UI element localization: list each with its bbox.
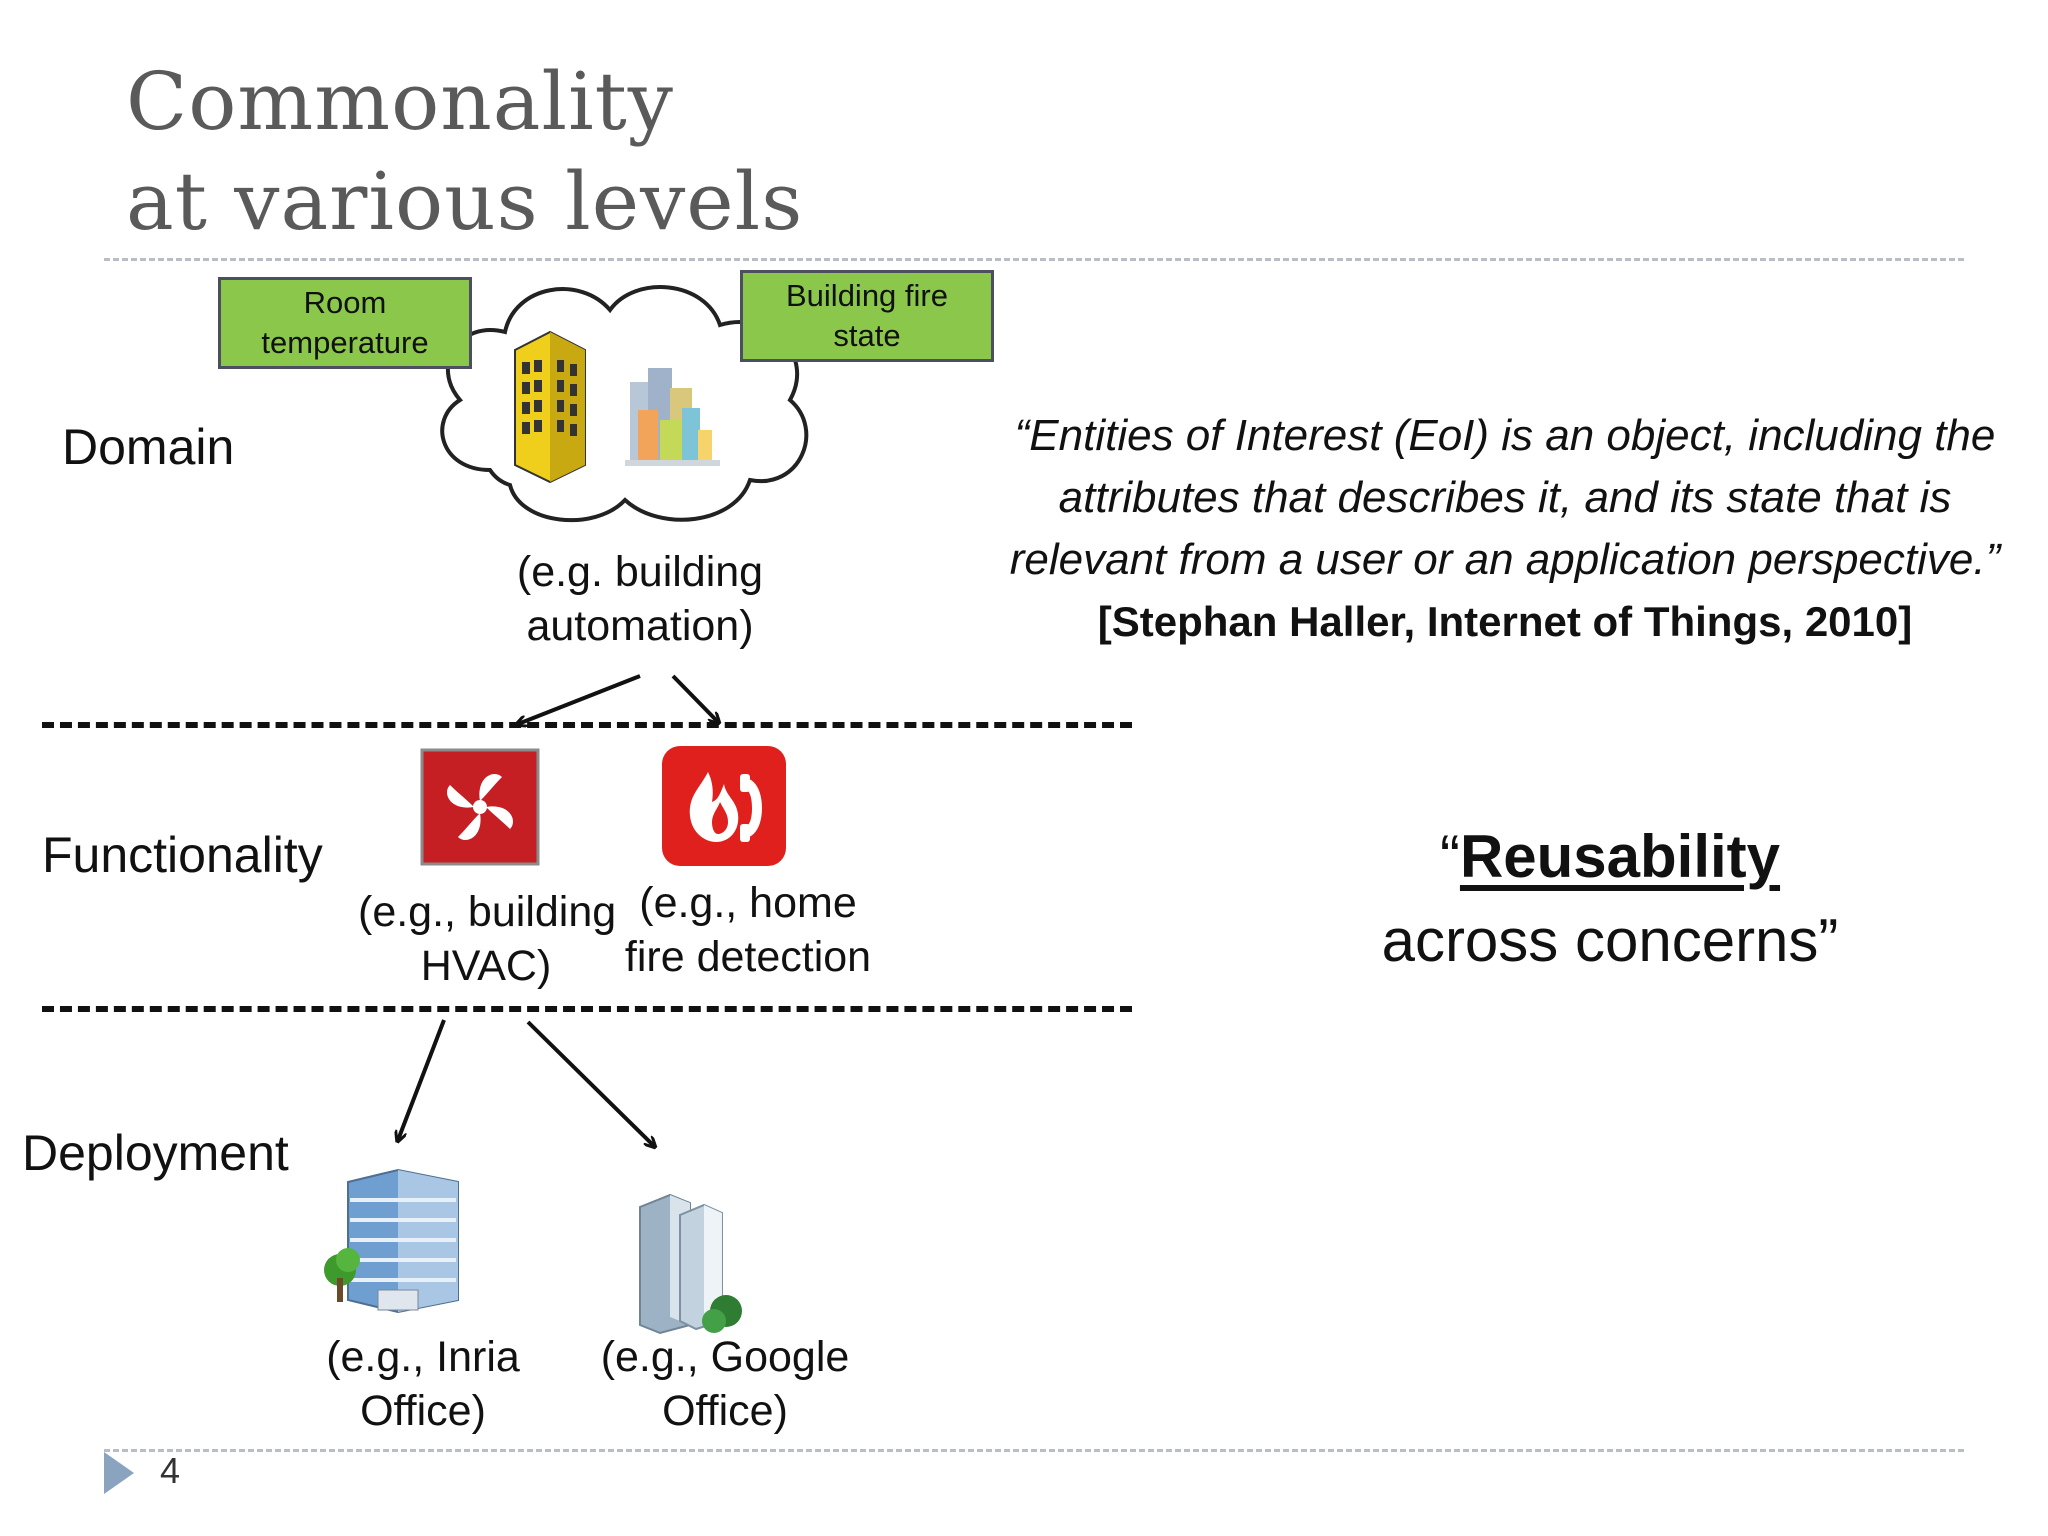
google-caption-line-1: (e.g., Google <box>600 1333 850 1381</box>
domain-caption-line-2: automation) <box>526 602 754 650</box>
footer-triangle-icon <box>104 1452 134 1494</box>
inria-caption-line-1: (e.g., Inria <box>326 1333 520 1381</box>
inria-caption-line-2: Office) <box>360 1387 486 1435</box>
hvac-caption-line-2: HVAC) <box>420 942 552 990</box>
domain-caption: (e.g. building automation) <box>490 545 790 653</box>
quote-citation: [Stephan Haller, Internet of Things, 201… <box>1097 598 1913 645</box>
quote-line-1: “Entities of Interest (EoI) is an object… <box>1014 411 1996 460</box>
hvac-caption-line-1: (e.g., building <box>358 888 617 936</box>
building-fire-state-line-1: Building fire <box>786 278 948 313</box>
room-temperature-box: Room temperature <box>218 277 472 369</box>
reusability-open-quote: “ <box>1439 823 1460 890</box>
separator-domain-functionality <box>42 722 1132 728</box>
fire-detection-caption-line-1: (e.g., home <box>639 879 857 927</box>
slide-title: Commonality at various levels <box>126 52 803 252</box>
title-divider <box>104 258 1964 261</box>
reusability-word: Reusability <box>1459 823 1781 890</box>
quote-line-3: relevant from a user or an application p… <box>1009 535 2001 584</box>
title-line-1: Commonality <box>126 55 674 148</box>
arrow-domain-to-hvac <box>518 674 641 724</box>
google-caption-line-2: Office) <box>662 1387 788 1435</box>
page-number: 4 <box>160 1450 181 1491</box>
fire-detection-caption-line-2: fire detection <box>624 933 872 981</box>
inria-office-building-icon <box>324 1168 459 1314</box>
fire-detection-caption: (e.g., home fire detection <box>612 876 884 984</box>
level-label-functionality: Functionality <box>42 827 323 883</box>
hvac-fan-icon <box>420 748 540 866</box>
arrow-functionality-to-inria <box>398 1019 446 1140</box>
hvac-caption: (e.g., building HVAC) <box>358 885 617 993</box>
reusability-statement: “Reusability across concerns” <box>1280 815 1940 983</box>
domain-caption-line-1: (e.g. building <box>516 548 764 596</box>
level-label-deployment: Deployment <box>22 1125 289 1181</box>
city-skyline-icon <box>625 368 720 466</box>
building-fire-state-line-2: state <box>833 318 901 353</box>
footer-divider <box>104 1449 1964 1452</box>
room-temperature-line-1: Room <box>303 285 387 320</box>
google-office-building-icon <box>639 1193 742 1335</box>
inria-caption: (e.g., Inria Office) <box>298 1330 548 1438</box>
fire-alarm-phone-icon <box>662 746 786 866</box>
reusability-line-2: across concerns” <box>1381 907 1839 974</box>
google-caption: (e.g., Google Office) <box>590 1330 860 1438</box>
separator-functionality-deployment <box>42 1006 1132 1012</box>
title-line-2: at various levels <box>126 155 804 248</box>
arrow-functionality-to-google <box>526 1020 654 1146</box>
quote-line-2: attributes that describes it, and its st… <box>1058 473 1952 522</box>
room-temperature-line-2: temperature <box>261 325 429 360</box>
entities-of-interest-quote: “Entities of Interest (EoI) is an object… <box>975 405 2035 653</box>
building-fire-state-box: Building fire state <box>740 270 994 362</box>
arrow-domain-to-fire <box>671 674 718 722</box>
office-building-icon <box>514 330 586 484</box>
level-label-domain: Domain <box>62 419 235 475</box>
